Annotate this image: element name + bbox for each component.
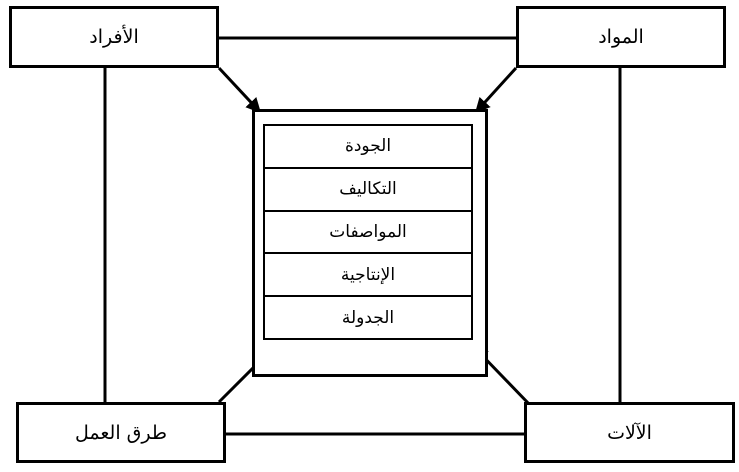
box-work-methods: طرق العمل — [16, 402, 226, 463]
box-individuals: الأفراد — [9, 6, 219, 68]
center-box — [252, 109, 488, 377]
box-machines-label: الآلات — [607, 421, 652, 444]
center-item-productivity: الإنتاجية — [265, 254, 471, 298]
arrow-top-right — [474, 66, 518, 114]
center-item-costs: التكاليف — [265, 169, 471, 212]
box-materials: المواد — [516, 6, 726, 68]
box-individuals-label: الأفراد — [89, 26, 139, 48]
box-materials-label: المواد — [598, 26, 644, 48]
arrow-top-left — [217, 66, 262, 114]
box-work-methods-label: طرق العمل — [75, 421, 167, 444]
box-machines: الآلات — [524, 402, 735, 463]
center-list: الجودة التكاليف المواصفات الإنتاجية الجد… — [263, 124, 473, 340]
center-item-specifications: المواصفات — [265, 212, 471, 255]
center-item-quality: الجودة — [265, 126, 471, 169]
center-item-scheduling: الجدولة — [341, 307, 395, 328]
